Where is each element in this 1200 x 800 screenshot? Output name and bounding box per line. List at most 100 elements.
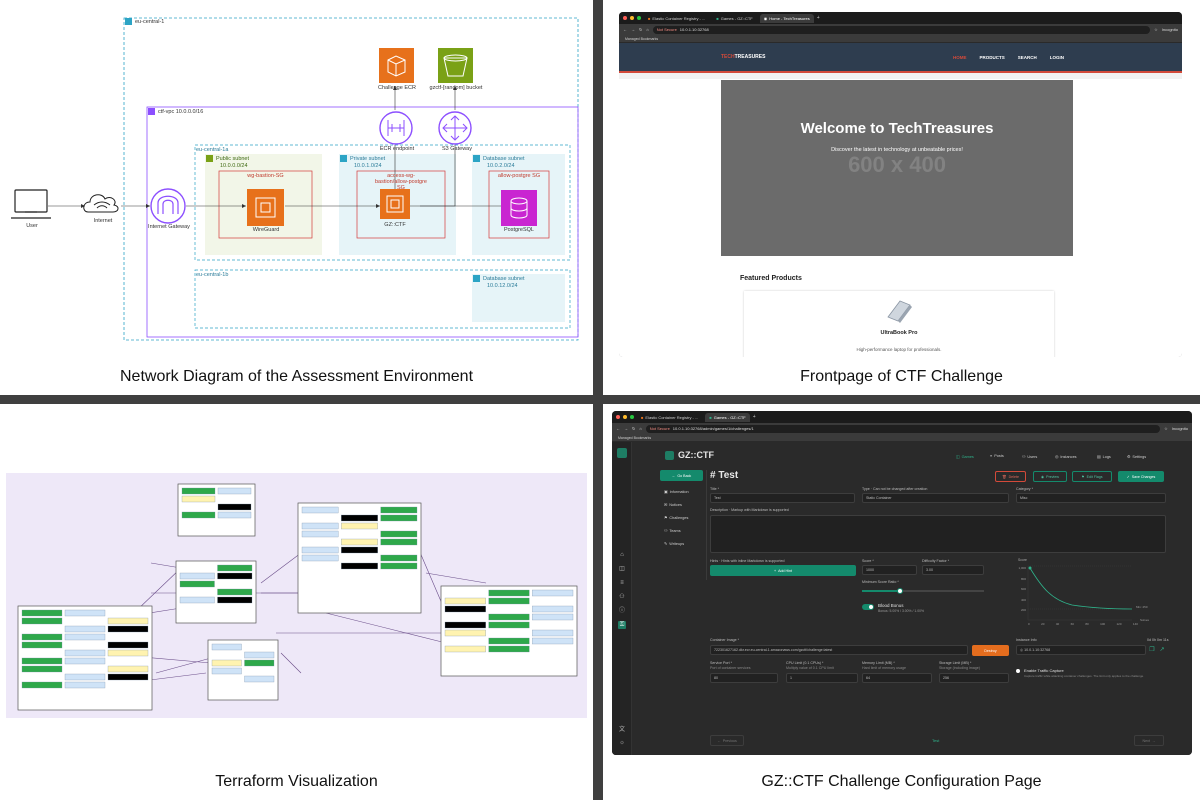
tab-home-label: Home - TechTreasures xyxy=(769,15,810,21)
maximize-window-icon[interactable] xyxy=(637,16,641,20)
gz-icon-rail: ⌂ ◫ ≡ ⚇ ⓘ ⚿ 文 ☼ xyxy=(612,442,632,755)
tab-home[interactable]: ◉Home - TechTreasures xyxy=(759,13,814,23)
next-button[interactable]: Next→ xyxy=(1134,735,1164,746)
rail-teams-icon[interactable]: ⚇ xyxy=(619,594,625,600)
side-writeups[interactable]: ✎Writeups xyxy=(664,541,684,547)
tt-nav-home[interactable]: HOME xyxy=(953,55,967,60)
topnav-games[interactable]: ◫Games xyxy=(956,454,974,460)
tt-nav-login[interactable]: LOGIN xyxy=(1049,55,1065,60)
close-window-icon[interactable] xyxy=(623,16,627,20)
tab-games[interactable]: ■Games - GZ::CTF xyxy=(716,15,753,21)
tf-node-1-4-2 xyxy=(380,538,418,546)
internet-cloud-icon xyxy=(83,194,119,213)
open-link-icon[interactable]: ↗ xyxy=(1159,647,1165,653)
product-card[interactable]: UltraBook Pro High-performance laptop fo… xyxy=(744,291,1054,357)
score-curve-current-point xyxy=(1028,566,1032,570)
rail-posts-icon[interactable]: ≡ xyxy=(620,580,624,586)
title-input[interactable]: Test xyxy=(710,493,855,503)
gz-home-icon[interactable]: ⌂ xyxy=(639,426,642,431)
preview-button[interactable]: ◉Preview xyxy=(1033,471,1067,482)
rail-games-icon[interactable]: ◫ xyxy=(619,566,625,572)
reload-icon[interactable]: ↻ xyxy=(639,27,643,32)
gz-logo-icon[interactable] xyxy=(617,448,627,458)
rail-language-icon[interactable]: 文 xyxy=(619,727,626,733)
gz-url-field[interactable]: Not Secure 10.0.1.10:32768/admin/games/1… xyxy=(645,424,1161,433)
gz-back-icon[interactable]: ← xyxy=(616,426,620,431)
blood-bonus-toggle[interactable] xyxy=(862,604,874,610)
rail-info-icon[interactable]: ⓘ xyxy=(619,608,626,614)
score-label: Score * xyxy=(862,559,874,563)
tt-nav-products[interactable]: PRODUCTS xyxy=(979,55,1005,60)
rail-home-icon[interactable]: ⌂ xyxy=(620,552,624,558)
gz-close-window-icon[interactable] xyxy=(616,415,620,419)
gz-maximize-window-icon[interactable] xyxy=(630,415,634,419)
gz-managed-bookmarks-folder[interactable]: Managed Bookmarks xyxy=(618,435,652,440)
min-ratio-slider-thumb[interactable] xyxy=(897,588,903,594)
save-changes-label: Save Changes xyxy=(1131,474,1156,479)
gz-minimize-window-icon[interactable] xyxy=(623,415,627,419)
gz-star-icon[interactable]: ☆ xyxy=(1164,426,1168,431)
difficulty-input[interactable]: 3.00 xyxy=(922,565,984,575)
tf-node-3-3-1 xyxy=(64,633,106,641)
gz-forward-icon[interactable]: → xyxy=(624,426,628,431)
topnav-posts[interactable]: ≡Posts xyxy=(990,454,1004,458)
destroy-button[interactable]: Destroy xyxy=(972,645,1009,656)
memory-limit-input[interactable]: 64 xyxy=(862,673,932,683)
description-textarea[interactable] xyxy=(710,515,1166,553)
add-hint-button[interactable]: +Add Hint xyxy=(710,565,856,576)
url-field[interactable]: Not Secure 10.0.1.10:32768 xyxy=(652,25,1151,34)
min-ratio-slider[interactable] xyxy=(862,588,984,594)
type-select[interactable]: Static Container xyxy=(862,493,1009,503)
prev-arrow-icon: ← xyxy=(717,738,721,743)
gz-reload-icon[interactable]: ↻ xyxy=(632,426,636,431)
gz-tab-games[interactable]: ■Games - GZ::CTF xyxy=(705,412,750,422)
star-icon[interactable]: ☆ xyxy=(1154,27,1158,32)
topnav-settings[interactable]: ⚙Settings xyxy=(1127,454,1146,460)
back-icon[interactable]: ← xyxy=(623,27,627,32)
tf-node-1-3-2 xyxy=(380,530,418,538)
storage-limit-input[interactable]: 256 xyxy=(939,673,1009,683)
edit-flags-button[interactable]: ⚑Edit Flags xyxy=(1072,471,1112,482)
gz-brand[interactable]: GZ::CTF xyxy=(665,450,714,460)
side-challenges[interactable]: ⚑Challenges xyxy=(664,515,689,521)
copy-icon[interactable]: ❐ xyxy=(1149,647,1155,653)
side-notices[interactable]: ✉Notices xyxy=(664,502,682,508)
tab-ecr[interactable]: ■Elastic Container Registry - ... xyxy=(648,15,706,21)
topnav-users[interactable]: ⚇Users xyxy=(1022,454,1037,460)
terraform-graph-canvas xyxy=(17,483,578,711)
side-information[interactable]: ▣Information xyxy=(664,489,689,495)
managed-bookmarks-folder[interactable]: Managed Bookmarks xyxy=(625,36,659,41)
gz-tab-ecr[interactable]: ■Elastic Container Registry - ... xyxy=(641,414,699,420)
previous-button[interactable]: ←Previous xyxy=(710,735,744,746)
container-image-input[interactable]: 722301627162.dkr.ecr.eu-central-1.amazon… xyxy=(710,645,968,655)
topnav-instances[interactable]: ◎Instances xyxy=(1055,454,1077,460)
side-challenges-label: Challenges xyxy=(669,515,689,520)
cpu-limit-input[interactable]: 1 xyxy=(786,673,858,683)
tt-nav-search[interactable]: SEARCH xyxy=(1017,55,1037,60)
traffic-capture-toggle[interactable] xyxy=(1016,669,1020,673)
ecr-label: Challenge ECR xyxy=(378,85,416,91)
rail-theme-icon[interactable]: ☼ xyxy=(619,740,625,746)
minimize-window-icon[interactable] xyxy=(630,16,634,20)
tf-node-5-3-2 xyxy=(532,613,574,621)
tab-ecr-label: Elastic Container Registry - ... xyxy=(652,15,706,21)
save-changes-button[interactable]: ✓Save Changes xyxy=(1118,471,1164,482)
go-back-button[interactable]: ←Go Back xyxy=(660,470,703,481)
gz-new-tab-button[interactable]: + xyxy=(752,414,756,420)
category-select[interactable]: Misc xyxy=(1016,493,1166,503)
tf-edge-9 xyxy=(325,612,447,644)
tt-brand[interactable]: TECHTREASURES xyxy=(721,54,766,60)
instance-info-input: ◎ 10.0.1.10:32768 xyxy=(1016,645,1146,655)
side-teams[interactable]: ⚇Teams xyxy=(664,528,681,534)
home-icon[interactable]: ⌂ xyxy=(646,27,649,32)
delete-button[interactable]: 🗑Delete xyxy=(995,471,1026,482)
topnav-logs[interactable]: ▤Logs xyxy=(1097,454,1111,460)
tf-node-5-7-0 xyxy=(444,645,486,653)
service-port-input[interactable]: 80 xyxy=(710,673,778,683)
new-tab-button[interactable]: + xyxy=(816,15,820,21)
forward-icon[interactable]: → xyxy=(631,27,635,32)
score-input[interactable]: 1000 xyxy=(862,565,917,575)
edit-flags-label: Edit Flags xyxy=(1086,474,1103,479)
rail-admin-icon[interactable]: ⚿ xyxy=(618,621,626,629)
